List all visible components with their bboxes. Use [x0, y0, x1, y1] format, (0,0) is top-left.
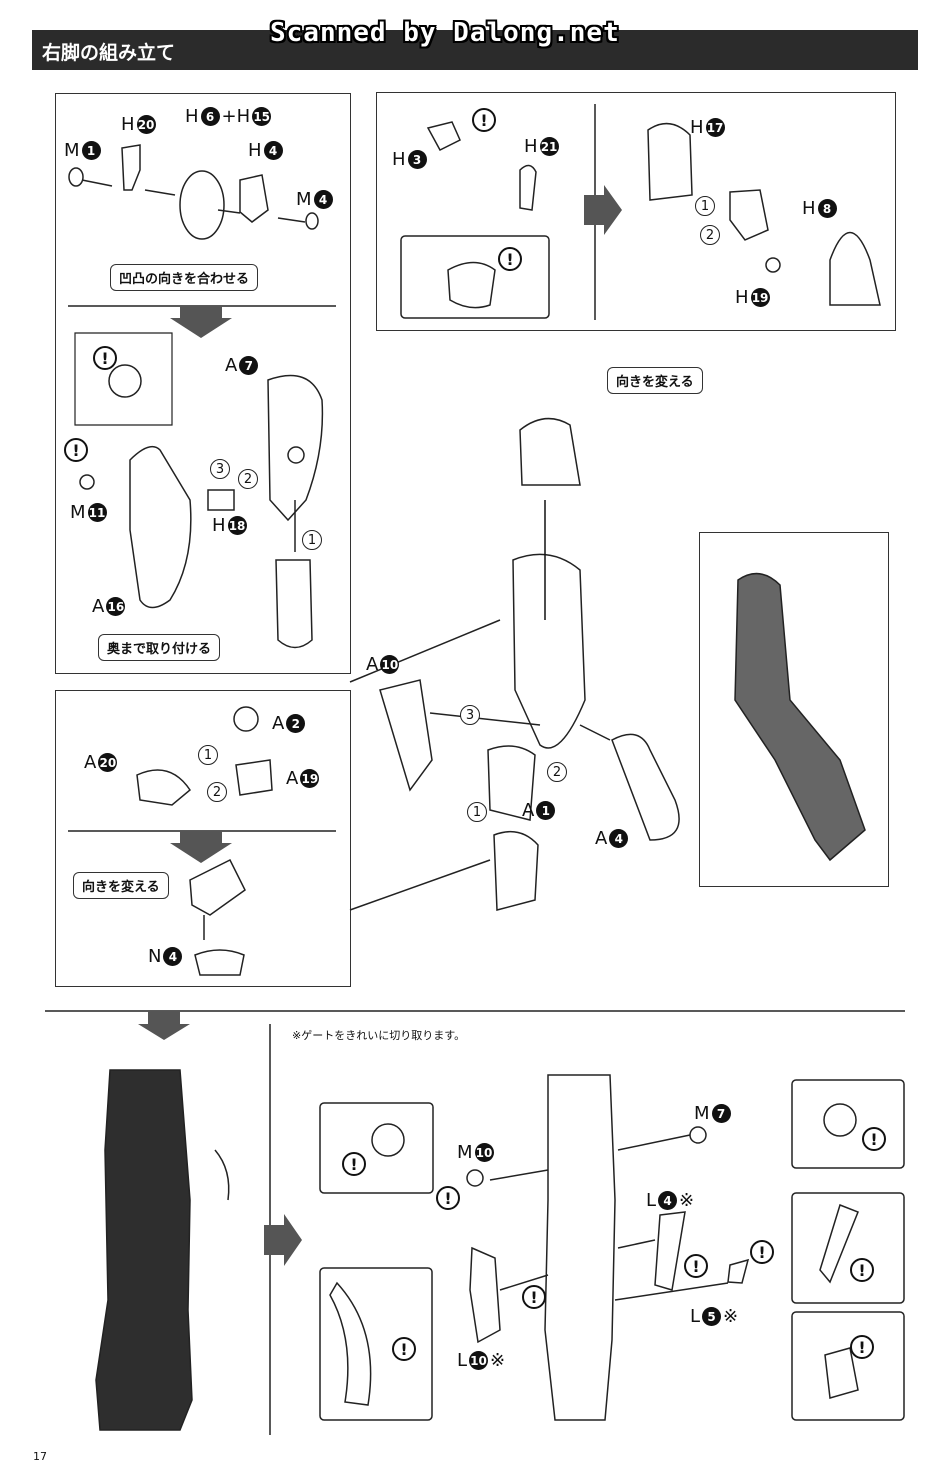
caution-icon: !	[684, 1254, 708, 1278]
note-change-direction-foot: 向きを変える	[73, 872, 169, 899]
step-marker-1: 1	[467, 802, 487, 822]
step-marker-2: 2	[547, 762, 567, 782]
caution-icon: !	[342, 1152, 366, 1176]
note-align-convex: 凹凸の向きを合わせる	[110, 264, 259, 291]
caution-icon: !	[862, 1127, 886, 1151]
caution-icon: !	[436, 1186, 460, 1210]
step-marker-1: 1	[198, 745, 218, 765]
caution-icon: !	[522, 1285, 546, 1309]
caution-icon: !	[850, 1258, 874, 1282]
step-marker-3: 3	[210, 459, 230, 479]
caution-icon: !	[64, 438, 88, 462]
caution-icon: !	[392, 1337, 416, 1361]
panel-upper-left	[55, 93, 351, 674]
caution-icon: !	[750, 1240, 774, 1264]
note-gate-cut: ※ゲートをきれいに切り取ります。	[292, 1029, 466, 1042]
section-title-bar	[32, 30, 918, 70]
caution-icon: !	[850, 1335, 874, 1359]
section-title: 右脚の組み立て	[42, 42, 176, 64]
step-marker-2: 2	[207, 782, 227, 802]
step-marker-3: 3	[460, 705, 480, 725]
step-marker-2: 2	[238, 469, 258, 489]
caution-icon: !	[472, 108, 496, 132]
panel-upper-right	[376, 92, 896, 331]
caution-icon: !	[93, 346, 117, 370]
step-marker-2: 2	[700, 225, 720, 245]
caution-icon: !	[498, 247, 522, 271]
scan-watermark: Scanned by Dalong.net	[270, 18, 620, 48]
step-marker-1: 1	[695, 196, 715, 216]
page-number: 17	[33, 1450, 47, 1463]
step-marker-1: 1	[302, 530, 322, 550]
note-attach-fully: 奥まで取り付ける	[98, 634, 221, 661]
note-change-direction-upper: 向きを変える	[607, 367, 703, 394]
